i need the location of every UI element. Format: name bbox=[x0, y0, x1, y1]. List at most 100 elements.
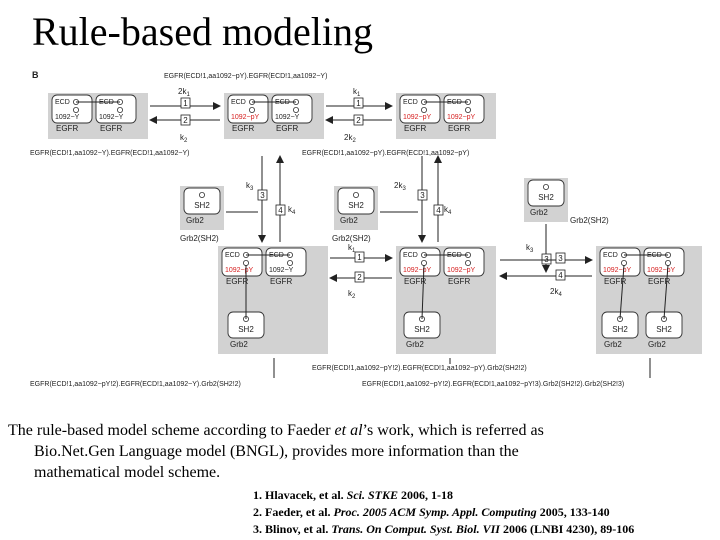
reaction-number: 4 bbox=[558, 271, 563, 280]
caption-emphasis: et al bbox=[334, 422, 363, 439]
egfr-label: EGFR bbox=[56, 124, 78, 133]
reaction-number: 2 bbox=[357, 273, 362, 282]
rate-label: k3 bbox=[526, 243, 534, 254]
species-label-top: EGFR(ECD!1,aa1092~pY).EGFR(ECD!1,aa1092~… bbox=[164, 73, 327, 80]
residue-1092-label: 1092~pY bbox=[647, 267, 676, 274]
reaction-number: 3 bbox=[260, 191, 265, 200]
grb2-bound-molecule bbox=[601, 311, 639, 339]
residue-1092-label: 1092~pY bbox=[447, 267, 476, 274]
reaction-number: 4 bbox=[436, 206, 441, 215]
reaction-number: 3 bbox=[420, 191, 425, 200]
binding-site-icon bbox=[621, 259, 628, 266]
binding-site-icon bbox=[420, 107, 427, 114]
binding-site-icon bbox=[665, 259, 672, 266]
grb2-label: Grb2 bbox=[406, 340, 424, 349]
species-label-bottom-mid: EGFR(ECD!1,aa1092~pY!2).EGFR(ECD!1,aa109… bbox=[312, 365, 527, 372]
rate-label: k4 bbox=[444, 205, 452, 216]
reaction-number-box bbox=[257, 189, 268, 201]
reference-item: 2. Faeder, et al. Proc. 2005 ACM Symp. A… bbox=[253, 505, 610, 519]
residue-1092-label: 1092~pY bbox=[225, 267, 254, 274]
binding-site-icon bbox=[543, 184, 550, 191]
grb2-species-label: Grb2(SH2) bbox=[332, 234, 371, 243]
grb2-label: Grb2 bbox=[186, 216, 204, 225]
caption-text-a: The rule-based model scheme according to… bbox=[8, 422, 335, 439]
binding-site-icon bbox=[117, 107, 124, 114]
rate-label: k2 bbox=[348, 289, 356, 300]
ecd-domain-label: ECD bbox=[225, 252, 240, 259]
egfr-label: EGFR bbox=[232, 124, 254, 133]
species-label-left: EGFR(ECD!1,aa1092~Y).EGFR(ECD!1,aa1092~Y… bbox=[30, 150, 190, 157]
rate-label: k1 bbox=[353, 87, 361, 98]
grb2-molecule bbox=[527, 179, 565, 207]
binding-site-icon bbox=[292, 107, 299, 114]
residue-1092-label: 1092~pY bbox=[447, 114, 476, 121]
rate-label: k3 bbox=[246, 181, 254, 192]
binding-site-icon bbox=[464, 107, 471, 114]
residue-1092-label: 1092~pY bbox=[403, 267, 432, 274]
binding-site-icon bbox=[420, 259, 427, 266]
binding-site-icon bbox=[464, 259, 471, 266]
grb2-molecule bbox=[183, 187, 221, 215]
grb2-label: Grb2 bbox=[340, 216, 358, 225]
sh2-domain-label: SH2 bbox=[612, 325, 628, 334]
reaction-number-box bbox=[353, 114, 364, 126]
reaction-number: 2 bbox=[356, 116, 361, 125]
rate-label: k2 bbox=[180, 133, 188, 144]
grb2-bond bbox=[619, 264, 625, 320]
residue-1092-label: 1092~pY bbox=[603, 267, 632, 274]
caption-text-b: ’s work, which is referred as Bio.Net.Ge… bbox=[34, 422, 544, 481]
reference-item: 1. Hlavacek, et al. Sci. STKE 2006, 1-18 bbox=[253, 488, 454, 502]
egfr-label: EGFR bbox=[448, 277, 470, 286]
reaction-number: 1 bbox=[356, 99, 361, 108]
reaction-number-box bbox=[541, 253, 552, 265]
egfr-label: EGFR bbox=[226, 277, 248, 286]
reference-list: 1. Hlavacek, et al. Sci. STKE 2006, 1-18… bbox=[253, 487, 718, 538]
grb2-species-label: Grb2(SH2) bbox=[570, 216, 609, 225]
residue-1092-label: 1092~Y bbox=[275, 114, 300, 121]
residue-1092-label: 1092~Y bbox=[99, 114, 124, 121]
egfr-label: EGFR bbox=[404, 277, 426, 286]
rate-label: 2k4 bbox=[550, 287, 562, 298]
reaction-number-box bbox=[275, 204, 286, 216]
grb2-label: Grb2 bbox=[230, 340, 248, 349]
egfr-label: EGFR bbox=[100, 124, 122, 133]
species-label-bottom-right: EGFR(ECD!1,aa1092~pY!2).EGFR(ECD!1,aa109… bbox=[362, 381, 624, 388]
reaction-number-box bbox=[354, 271, 365, 283]
reaction-number-box bbox=[555, 252, 566, 264]
reaction-network-diagram: BECD1092~YEGFRECD1092~YEGFRECD1092~pYEGF… bbox=[30, 70, 702, 388]
rate-label: 2k3 bbox=[394, 181, 406, 192]
ecd-domain-label: ECD bbox=[231, 99, 246, 106]
grb2-bond bbox=[421, 264, 425, 320]
ecd-domain-label: ECD bbox=[603, 252, 618, 259]
rate-label: k1 bbox=[348, 243, 356, 254]
binding-site-icon bbox=[73, 107, 80, 114]
grb2-species-label: Grb2(SH2) bbox=[180, 234, 219, 243]
binding-site-icon bbox=[198, 191, 205, 198]
residue-1092-label: 1092~Y bbox=[269, 267, 294, 274]
grb2-label: Grb2 bbox=[648, 340, 666, 349]
grb2-bound-molecule bbox=[645, 311, 683, 339]
sh2-domain-label: SH2 bbox=[414, 325, 430, 334]
reaction-number: 1 bbox=[357, 253, 362, 262]
rate-label: 2k1 bbox=[178, 87, 190, 98]
grb2-label: Grb2 bbox=[604, 340, 622, 349]
sh2-domain-label: SH2 bbox=[348, 201, 364, 210]
sh2-domain-label: SH2 bbox=[238, 325, 254, 334]
ecd-domain-label: ECD bbox=[403, 99, 418, 106]
species-label-right: EGFR(ECD!1,aa1092~pY).EGFR(ECD!1,aa1092~… bbox=[302, 150, 469, 157]
reaction-number: 1 bbox=[183, 99, 188, 108]
ecd-domain-label: ECD bbox=[403, 252, 418, 259]
reaction-number-box bbox=[555, 269, 566, 281]
reaction-number-box bbox=[180, 97, 191, 109]
reaction-number-box bbox=[353, 97, 364, 109]
species-label-bottom-left: EGFR(ECD!1,aa1092~pY!2).EGFR(ECD!1,aa109… bbox=[30, 381, 241, 388]
ecd-domain-label: ECD bbox=[55, 99, 70, 106]
binding-site-icon bbox=[242, 259, 249, 266]
residue-1092-label: 1092~pY bbox=[403, 114, 432, 121]
reference-item: 3. Blinov, et al. Trans. On Comput. Syst… bbox=[253, 522, 635, 536]
reaction-number-box bbox=[180, 114, 191, 126]
reaction-number-box bbox=[433, 204, 444, 216]
slide-title: Rule-based modeling bbox=[32, 9, 374, 54]
egfr-label: EGFR bbox=[276, 124, 298, 133]
egfr-label: EGFR bbox=[270, 277, 292, 286]
